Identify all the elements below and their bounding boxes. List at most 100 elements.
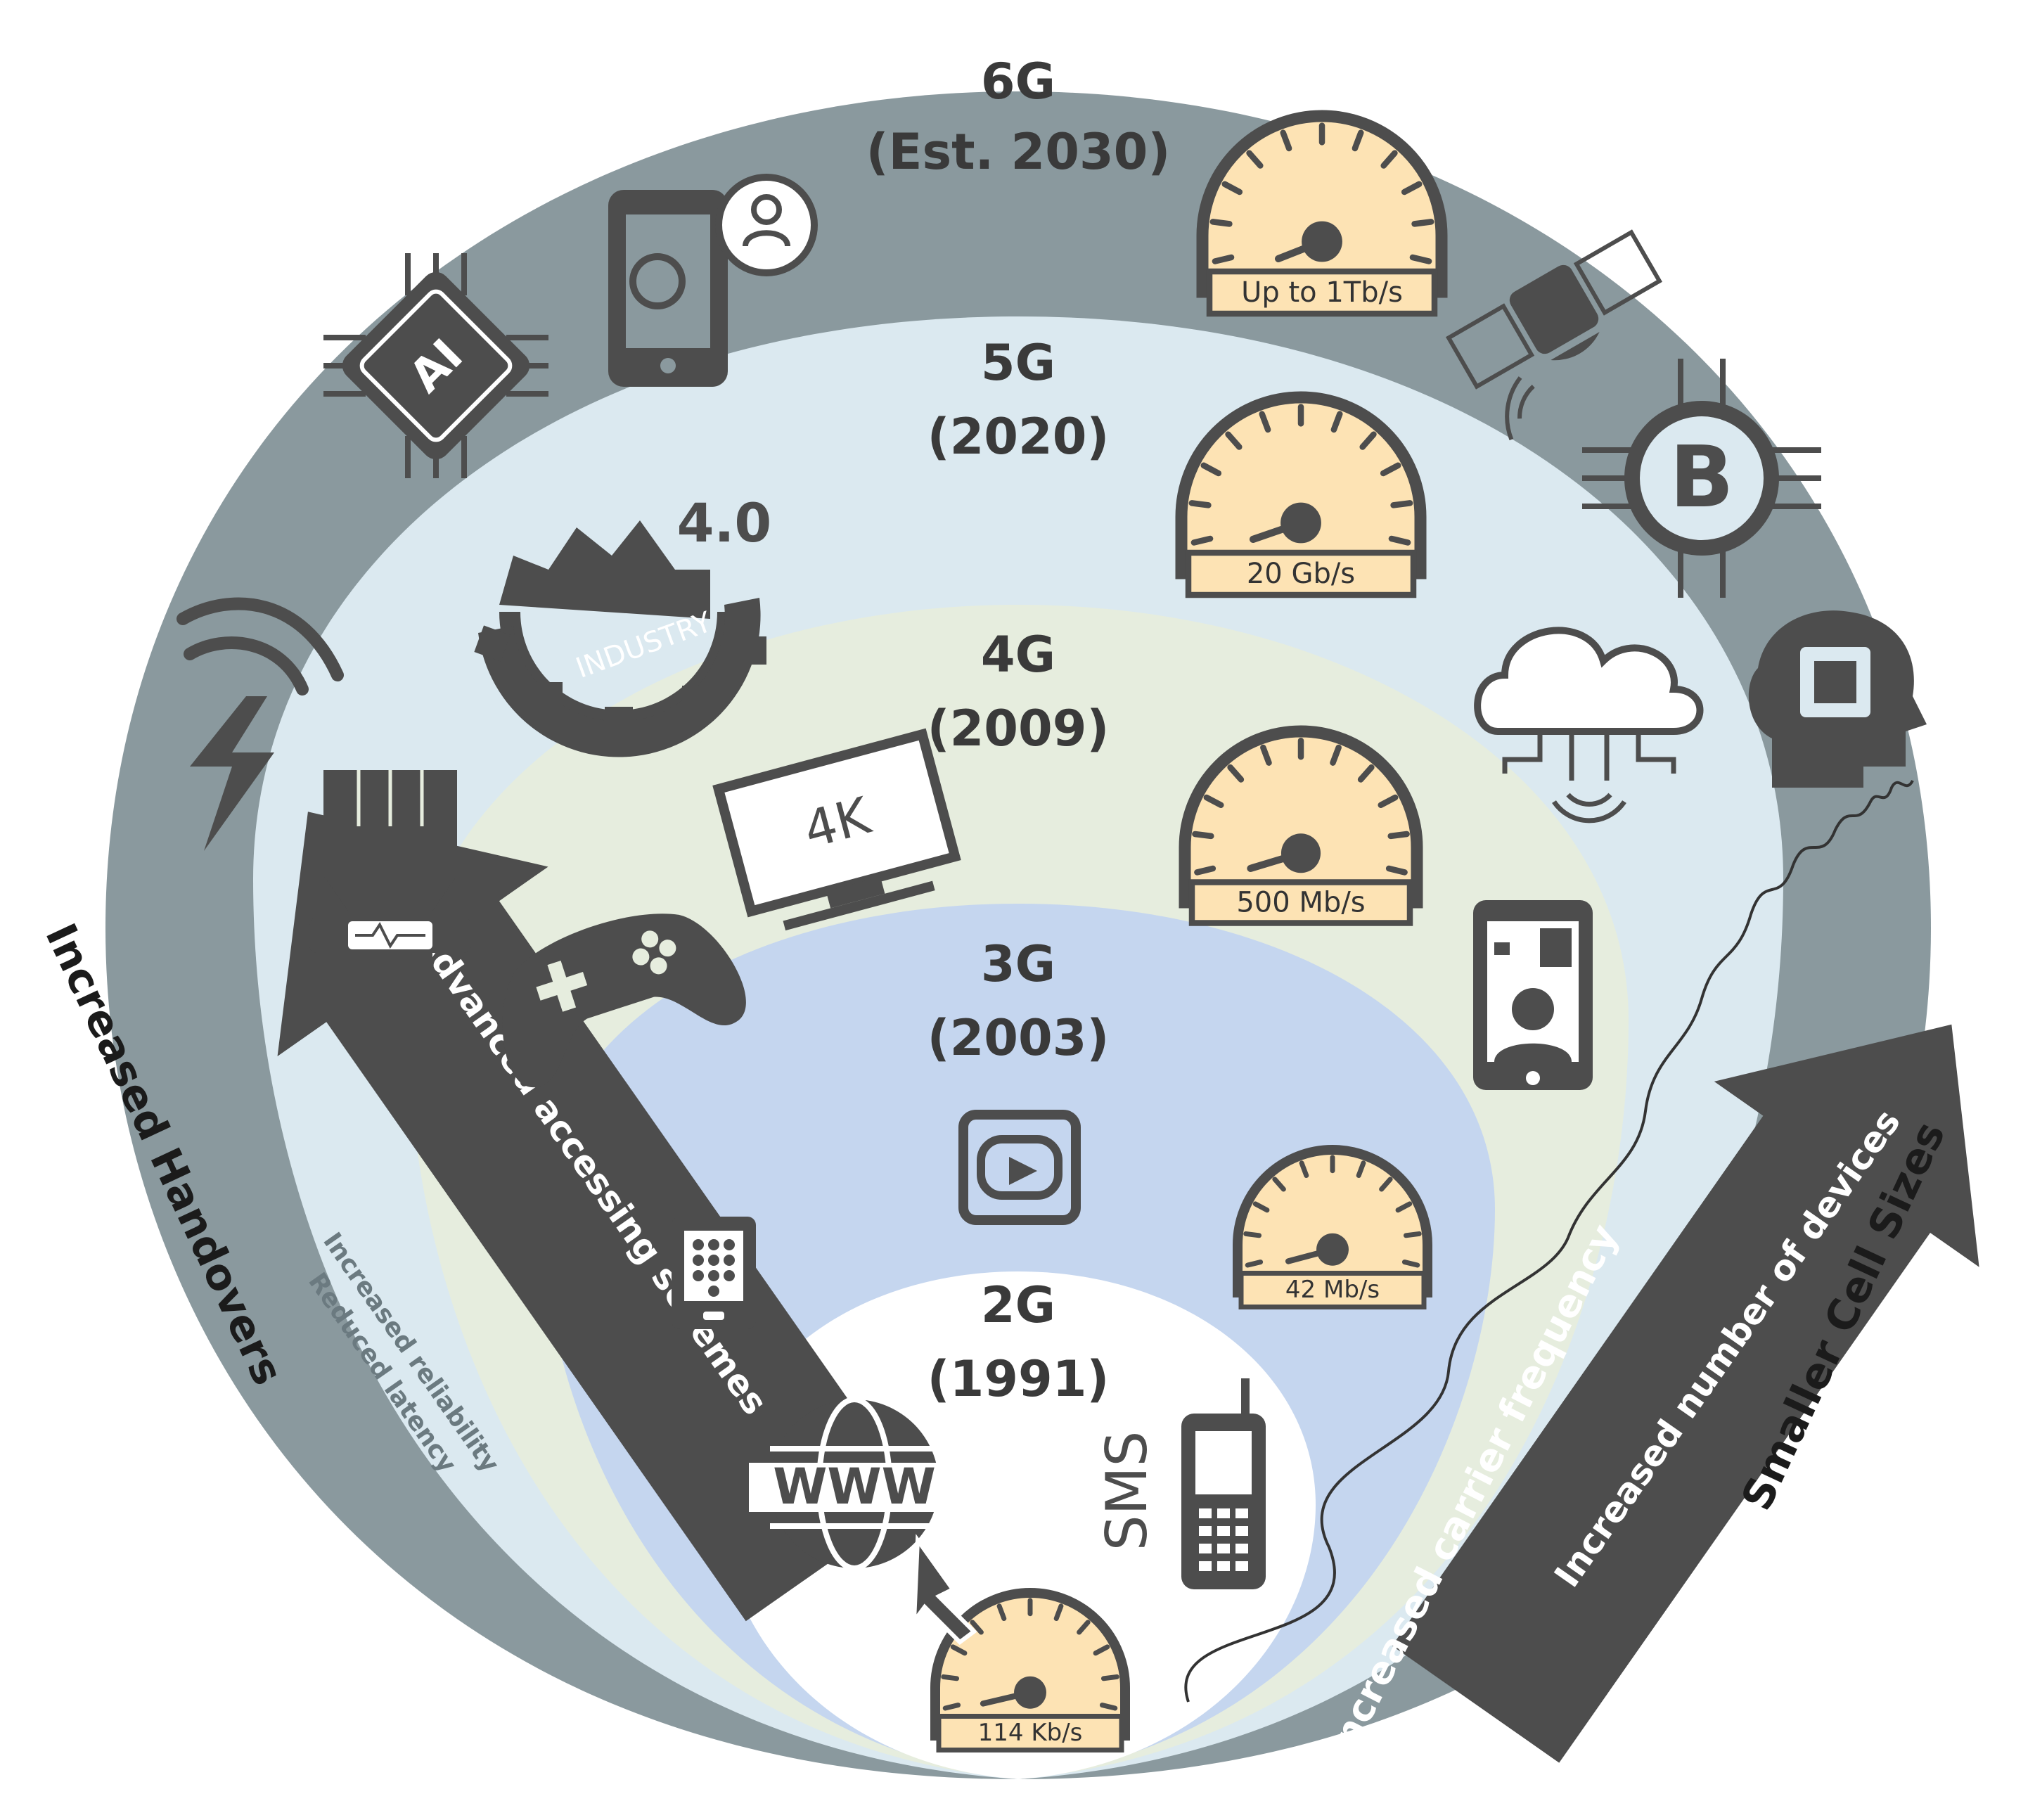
gauge-tick [1390,500,1413,508]
gauge-tick [1200,462,1222,477]
carrier-wave [1184,779,1914,1703]
gauge-tick [1212,254,1235,264]
gauge-hub [1014,1676,1046,1709]
title-6g-name: 6G [981,53,1055,110]
gauge-tick [1352,129,1364,152]
title-4g-name: 4G [981,626,1055,684]
gauge-hub [1316,1233,1349,1266]
gauge-tick [1192,831,1214,840]
gauge-speed-label: 114 Kb/s [978,1719,1083,1747]
tv-4k-icon: 4K [712,728,961,931]
gauge-tick [1387,831,1410,840]
industry-version-label: 4.0 [677,492,772,554]
sms-label: SMS [1094,1431,1160,1551]
www-globe-icon: WWW [749,1397,977,1645]
gauge-3g: 42 Mb/s [1233,1145,1432,1309]
region-2g [721,1271,1316,1779]
gauge-hub [1280,502,1321,544]
gauge-tick [1411,219,1434,227]
gauge-face [1233,1145,1432,1297]
gauge-speed-label: 20 Gb/s [1247,558,1355,590]
title-4g-year: (2009) [927,700,1110,757]
ai-chip-icon: AI [323,253,548,478]
keypad-phone-icon [672,1217,756,1329]
gauge-tick [1379,1177,1393,1192]
gauge-tick [1246,150,1264,169]
gauge-tick [1409,254,1432,264]
gauge-tick [1403,1231,1422,1238]
gauge-tick [942,1703,961,1711]
title-3g-name: 3G [981,935,1055,993]
gauge-face [1175,391,1427,579]
gauge-tick [1252,1201,1270,1213]
gauge-tick [1357,764,1375,783]
title-2g-name: 2G [981,1276,1055,1334]
gauge-tick [1203,794,1224,809]
gauge-6g: Up to 1Tb/s [1196,110,1448,317]
gauge-tick [1194,865,1216,876]
gauge-speed-label: Up to 1Tb/s [1241,276,1403,309]
gauge-tick [1280,129,1292,152]
gauge-2g: 114 Kb/s [930,1588,1130,1752]
gauge-label-box [1238,1271,1427,1309]
gauge-tick [1077,1620,1091,1635]
gauge-tick [1209,219,1233,227]
gauge-tick [1099,1703,1118,1711]
gauge-tick [1380,462,1401,477]
satellite-icon [1445,229,1663,441]
gauge-tick [1100,1674,1119,1681]
gauge-tick [1388,535,1411,546]
gauge-label-box [1188,879,1413,926]
gauge-tick [1401,181,1423,196]
gauge-face [1179,725,1423,909]
gauge-tick [1330,411,1343,433]
gauge-tick [1272,1177,1286,1192]
bitcoin-chip-icon: B [1582,359,1821,598]
gauge-tick [1188,500,1212,508]
gauge-tick [996,1603,1007,1621]
gauge-4g: 500 Mb/s [1179,725,1423,926]
gauge-face [1196,110,1448,298]
gauge-tick [1259,411,1271,433]
gauge-tick [1245,1260,1264,1268]
gauge-tick [1221,181,1243,196]
gauge-tick [1260,744,1272,766]
gauge-tick [1053,1603,1064,1621]
wireless-power-icon [176,597,344,851]
gauge-label-box [1206,268,1438,317]
wearable-fist-icon [309,770,471,995]
video-play-icon [958,1110,1081,1225]
gauge-tick [1093,1644,1110,1656]
gauge-tick [1378,794,1399,809]
gauge-speed-label: 500 Mb/s [1236,886,1365,918]
gauge-tick [970,1620,984,1635]
smartphone-user-icon [608,174,818,387]
gauge-tick [1330,744,1342,766]
gamepad-icon [502,914,746,1087]
cloud-network-icon [1474,627,1704,824]
sms-phone-icon: SMS [1094,1378,1266,1589]
gauge-tick [950,1644,968,1656]
www-label: WWW [773,1458,936,1515]
gauge-speed-label: 42 Mb/s [1285,1276,1380,1304]
gauge-5g: 20 Gb/s [1175,391,1427,598]
title-2g-year: (1991) [927,1350,1110,1408]
gauge-label-box [936,1714,1124,1752]
gauge-tick [1356,1160,1366,1178]
gauge-face [930,1588,1130,1741]
gauge-hub [1302,221,1342,262]
gauge-tick [1227,764,1245,783]
gauge-tick [1380,150,1398,169]
gauge-hub [1280,833,1321,873]
ai-head-icon [1748,610,1927,788]
speed-gauges: Up to 1Tb/s 20 Gb/s 500 Mb/s 42 Mb/s 114 Kb/… [930,110,1448,1752]
gauge-tick [1395,1201,1413,1213]
title-5g-name: 5G [981,334,1055,392]
gauge-label-box [1185,549,1417,598]
gauge-tick [1243,1231,1262,1238]
video-call-phone-icon [1473,900,1593,1090]
gauge-tick [941,1674,960,1681]
gauge-tick [1299,1160,1309,1178]
gauge-tick [1385,865,1408,876]
